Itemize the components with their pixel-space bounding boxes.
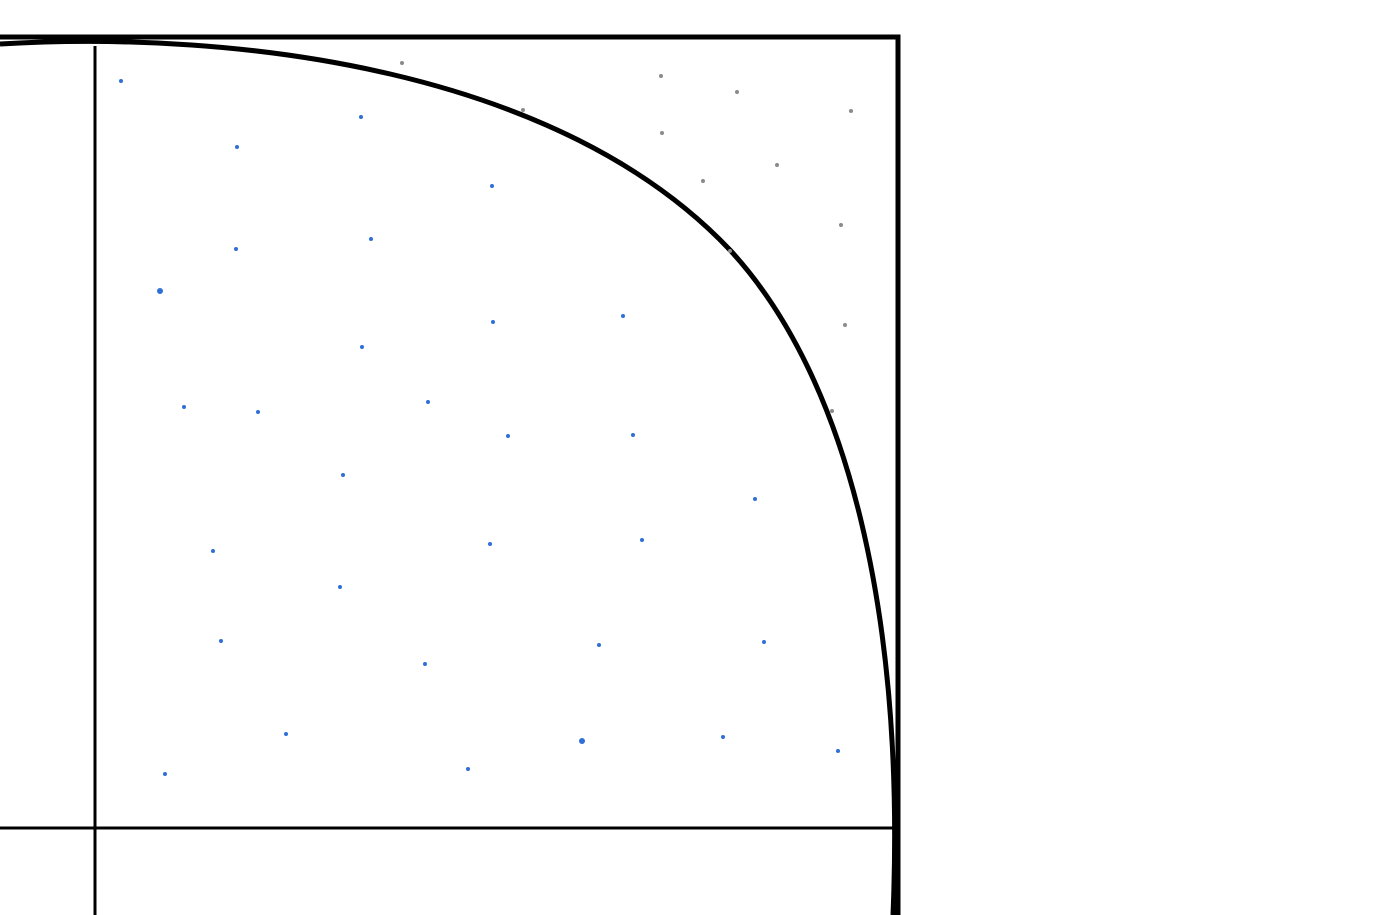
inside-point [256,410,260,414]
inside-point [119,79,123,83]
inside-point [157,288,163,294]
outside-point [849,109,853,113]
outside-point [728,249,732,253]
inside-point [836,749,840,753]
inside-point [234,247,238,251]
outside-point [660,131,664,135]
inside-point [721,735,725,739]
inside-point [491,320,495,324]
inside-point [597,643,601,647]
inside-point [219,639,223,643]
inside-point [341,473,345,477]
outside-point [521,108,525,112]
inside-point [426,400,430,404]
inside-point [338,585,342,589]
inside-point [163,772,167,776]
inside-point [506,434,510,438]
outside-point [735,90,739,94]
square-outline [0,34,901,915]
inside-point [423,662,427,666]
inside-point [631,433,635,437]
inside-point [466,767,470,771]
inside-point [182,405,186,409]
inside-points-group [119,79,840,776]
outside-points-group [400,61,853,413]
inside-point [359,115,363,119]
inside-point [621,314,625,318]
outside-point [830,409,834,413]
inside-point [753,497,757,501]
outside-point [400,61,404,65]
inside-point [488,542,492,546]
inside-point [235,145,239,149]
inside-point [369,237,373,241]
inside-point [579,738,585,744]
inside-point [360,345,364,349]
outside-point [775,163,779,167]
inside-point [762,640,766,644]
outside-point [839,223,843,227]
inside-point [490,184,494,188]
inside-point [284,732,288,736]
inside-point [211,549,215,553]
outside-point [843,323,847,327]
outside-point [701,179,705,183]
outside-point [659,74,663,78]
inside-point [640,538,644,542]
